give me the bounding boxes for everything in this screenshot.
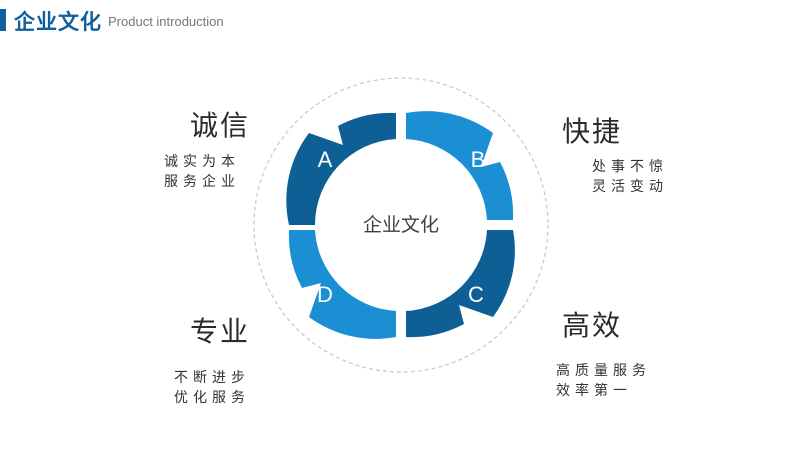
segment-b-desc-line-1: 处事不惊 — [592, 159, 668, 175]
segment-d — [288, 230, 396, 339]
segment-a-desc-line-1: 诚实为本 — [164, 154, 240, 170]
segment-a — [286, 112, 396, 225]
dashed-outer-ring — [253, 77, 549, 373]
segment-c-desc-line-2: 效率第一 — [556, 383, 632, 399]
center-label: 企业文化 — [363, 214, 439, 236]
segment-a-desc-line-2: 服务企业 — [164, 174, 240, 190]
segment-c — [406, 230, 515, 338]
segment-c-letter: C — [468, 282, 484, 307]
segment-c-desc-line-1: 高质量服务 — [556, 363, 651, 379]
slide-subtitle: Product introduction — [108, 14, 224, 29]
segment-d-desc: 不断进步 优化服务 — [118, 368, 250, 408]
segment-a-desc: 诚实为本 服务企业 — [110, 152, 240, 192]
segment-b-desc: 处事不惊 灵活变动 — [592, 157, 668, 197]
segment-a-letter: A — [318, 147, 333, 172]
segment-b-letter: B — [471, 147, 486, 172]
segment-a-heading: 诚信 — [189, 109, 250, 142]
segment-d-letter: D — [317, 282, 333, 307]
segment-b-desc-line-2: 灵活变动 — [592, 179, 668, 195]
segment-c-desc: 高质量服务 效率第一 — [556, 361, 651, 401]
segment-b — [406, 111, 514, 220]
segment-c-heading: 高效 — [562, 309, 623, 342]
slide-header: 企业文化 Product introduction — [0, 0, 800, 40]
segment-d-desc-line-1: 不断进步 — [174, 370, 250, 386]
header-accent-bar — [0, 9, 6, 31]
slide-title: 企业文化 — [14, 10, 102, 34]
segment-d-desc-line-2: 优化服务 — [174, 390, 250, 406]
segment-d-heading: 专业 — [189, 315, 250, 348]
segment-b-heading: 快捷 — [562, 115, 623, 148]
